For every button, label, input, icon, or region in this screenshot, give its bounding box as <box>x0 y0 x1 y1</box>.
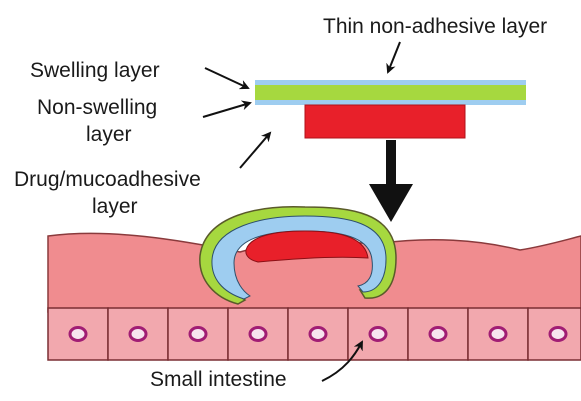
label-thin-non-adhesive-layer: Thin non-adhesive layer <box>323 15 547 38</box>
non-swelling-band <box>255 100 526 105</box>
drug-layer-block <box>305 105 465 138</box>
cell-nucleus <box>490 328 506 341</box>
cell-nucleus <box>310 328 326 341</box>
label-drug-mucoadhesive-line1: Drug/mucoadhesive <box>14 168 201 191</box>
label-swelling-layer: Swelling layer <box>30 59 160 82</box>
cell-nucleus <box>70 328 86 341</box>
epithelial-cell-row <box>48 308 581 360</box>
arrow-down-icon <box>369 140 413 222</box>
label-drug-mucoadhesive-line2: layer <box>92 195 138 218</box>
cell-nucleus <box>430 328 446 341</box>
cell-nucleus <box>370 328 386 341</box>
label-non-swelling-line1: Non-swelling <box>37 96 157 119</box>
cell-nucleus <box>550 328 566 341</box>
patch-top <box>255 80 526 138</box>
thin-non-adhesive-band-top <box>255 80 526 85</box>
label-small-intestine: Small intestine <box>150 368 287 391</box>
cell-nucleus <box>190 328 206 341</box>
cell-nucleus <box>250 328 266 341</box>
label-non-swelling-line2: layer <box>86 123 132 146</box>
cell-nucleus <box>130 328 146 341</box>
